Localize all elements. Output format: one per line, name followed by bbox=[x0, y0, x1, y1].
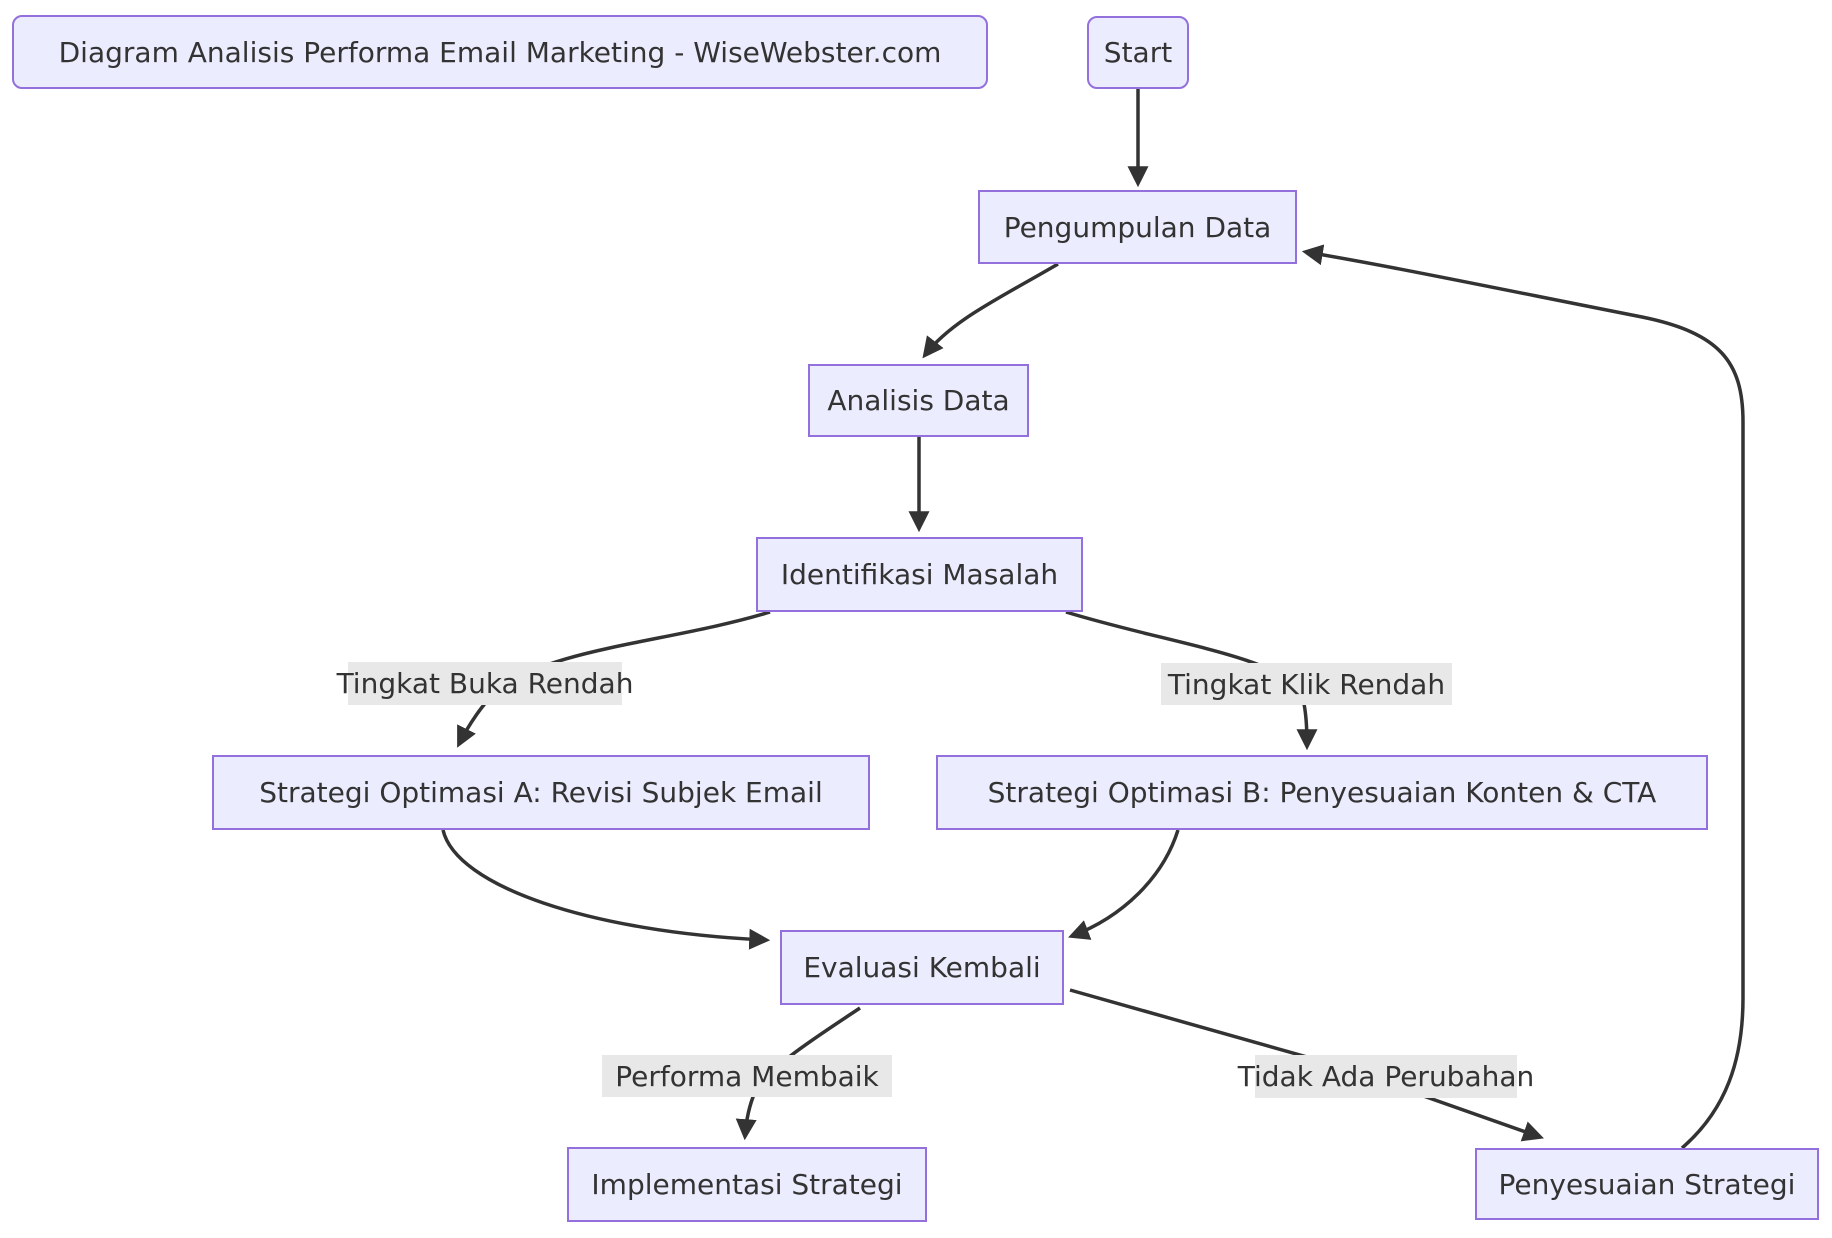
node-evaluasi-kembali: Evaluasi Kembali bbox=[780, 930, 1064, 1005]
node-analisis-data: Analisis Data bbox=[808, 364, 1029, 437]
edge-strategi-a-evaluasi bbox=[441, 829, 771, 950]
diagram-title: Diagram Analisis Performa Email Marketin… bbox=[12, 15, 988, 89]
edge-label-tidak-ada-perubahan: Tidak Ada Perubahan bbox=[1238, 1055, 1534, 1098]
edge-label-performa-membaik: Performa Membaik bbox=[602, 1055, 892, 1097]
edge-penyesuaian-pengumpulan-loop bbox=[1301, 244, 1745, 1150]
edge-label-tingkat-klik-rendah: Tingkat Klik Rendah bbox=[1161, 663, 1452, 705]
edge-pengumpulan-analisis bbox=[922, 262, 1059, 359]
node-pengumpulan-data: Pengumpulan Data bbox=[978, 190, 1297, 264]
node-start: Start bbox=[1087, 16, 1189, 89]
node-identifikasi-masalah: Identifikasi Masalah bbox=[756, 537, 1083, 612]
node-penyesuaian-strategi: Penyesuaian Strategi bbox=[1475, 1148, 1819, 1220]
node-strategi-optimasi-b: Strategi Optimasi B: Penyesuaian Konten … bbox=[936, 755, 1708, 830]
edge-label-tingkat-buka-rendah: Tingkat Buka Rendah bbox=[337, 662, 633, 705]
node-strategi-optimasi-a: Strategi Optimasi A: Revisi Subjek Email bbox=[212, 755, 870, 830]
edge-strategi-b-evaluasi bbox=[1068, 829, 1180, 940]
node-implementasi-strategi: Implementasi Strategi bbox=[567, 1147, 927, 1222]
